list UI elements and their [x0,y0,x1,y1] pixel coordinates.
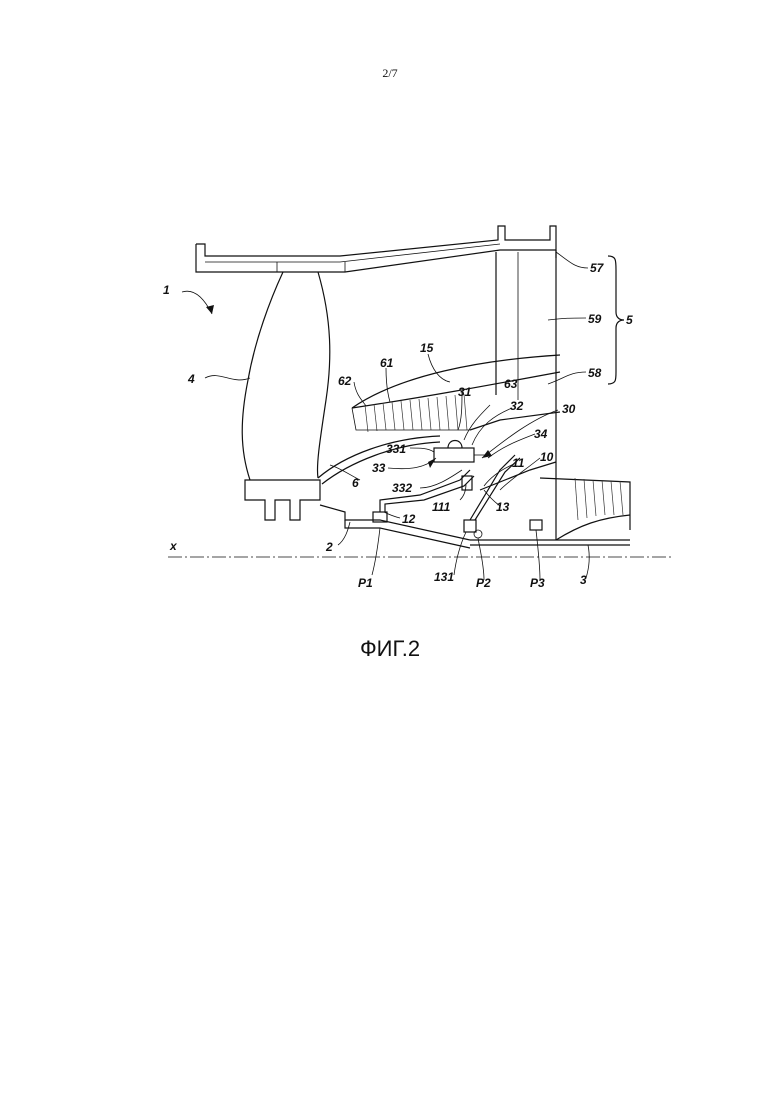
label-30: 30 [562,402,576,416]
label-33: 33 [372,461,386,475]
label-13: 13 [496,500,510,514]
label-6: 6 [352,476,359,490]
brace-5 [608,256,624,384]
label-12: 12 [402,512,416,526]
fan-blade [242,272,330,480]
label-2: 2 [325,540,333,554]
label-331: 331 [386,442,406,456]
label-332: 332 [392,481,412,495]
label-111: 111 [432,500,451,514]
label-P3: P3 [530,576,545,590]
label-62: 62 [338,374,352,388]
label-58: 58 [588,366,602,380]
label-3: 3 [580,573,587,587]
label-4: 4 [187,372,195,386]
compressor-blades [352,394,470,432]
label-P2: P2 [476,576,491,590]
label-32: 32 [510,399,524,413]
label-10: 10 [540,450,554,464]
reference-labels: 1 4 57 59 58 5 15 61 62 31 63 32 30 34 3… [163,261,633,590]
label-59: 59 [588,312,602,326]
outer-casing [196,226,556,272]
label-x: x [169,539,178,553]
label-15: 15 [420,341,434,355]
label-11: 11 [512,456,525,470]
structural-arm [496,250,556,540]
label-63: 63 [504,377,518,391]
inner-shroud [318,436,440,484]
label-61: 61 [380,356,394,370]
label-34: 34 [534,427,548,441]
label-57: 57 [590,261,605,275]
label-31: 31 [458,385,472,399]
figure-caption: ФИГ.2 [0,636,780,662]
label-1: 1 [163,283,170,297]
label-5: 5 [626,313,633,327]
hub-section [470,478,630,545]
label-131: 131 [434,570,454,584]
label-P1: P1 [358,576,373,590]
